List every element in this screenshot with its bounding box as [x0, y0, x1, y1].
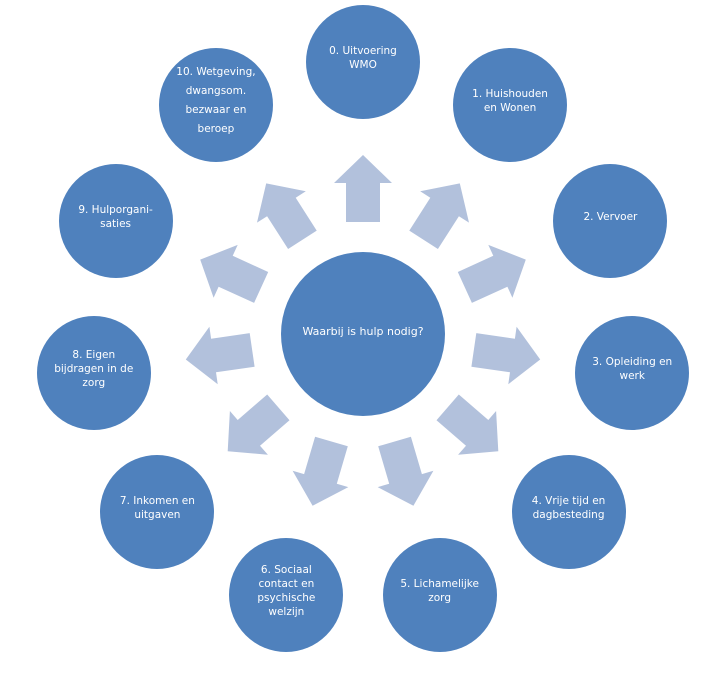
outer-node-label-line: en Wonen [483, 102, 537, 115]
outer-node-label: 2. Vervoer [573, 210, 647, 224]
arrow-icon-4 [436, 394, 499, 455]
outer-node-label-line: 8. Eigen [72, 348, 116, 361]
outer-node-label-line: 9. Hulporgani- [78, 204, 153, 216]
arrow-icon-2 [457, 244, 526, 303]
arrow-icon-7 [227, 394, 290, 455]
outer-node-label-line: 2. Vervoer [583, 211, 638, 223]
arrow-icon-10 [257, 183, 317, 249]
outer-node-label-line: saties [100, 218, 131, 230]
arrow-icon-9 [200, 244, 269, 303]
outer-node-label-line: 1. Huishouden [472, 88, 548, 101]
outer-node-label-line: 6. Sociaal [260, 563, 312, 576]
outer-node-label-line: werk [619, 369, 645, 382]
outer-node-label-line: 4. Vrije tijd en [531, 495, 606, 508]
outer-node-label-line: 5. Lichamelijke [400, 577, 479, 590]
outer-node-label-line: bijdragen in de [54, 362, 134, 375]
outer-node-9: 9. Hulporgani-saties [58, 164, 173, 278]
arrow-icon-8 [185, 326, 255, 385]
arrow-icon-5 [377, 436, 434, 506]
outer-node-label-line: dwangsom. [185, 85, 247, 98]
outer-node-label: 10. Wetgeving, dwangsom. bezwaar en beroep [166, 63, 265, 139]
outer-node-2: 2. Vervoer [553, 164, 668, 278]
outer-node-label-line: zorg [82, 376, 106, 389]
outer-node-label-line: 0. Uitvoering [329, 45, 397, 57]
outer-node-label-line: zorg [428, 591, 451, 604]
outer-node-label-line: psychische [257, 591, 316, 604]
outer-node-label-line: WMO [349, 59, 377, 71]
outer-node-label-line: dagbesteding [532, 509, 605, 522]
arrow-icon-0 [334, 155, 392, 222]
outer-node-label-line: uitgaven [134, 509, 181, 522]
outer-node-10: 10. Wetgeving, dwangsom. bezwaar en beroep [158, 48, 273, 163]
outer-node-label: 9. Hulporgani-saties [68, 203, 163, 231]
center-node-label: Waarbij is hulp nodig? [302, 325, 424, 338]
outer-node-label-line: welzijn [268, 605, 305, 618]
arrow-icon-1 [409, 183, 469, 249]
outer-node-label-line: 7. Inkomen en [119, 495, 195, 508]
arrow-icon-6 [292, 436, 349, 506]
outer-node-label-line: 3. Opleiding en [592, 355, 673, 368]
center-node: Waarbij is hulp nodig? [281, 252, 445, 416]
outer-node-label-line: beroep [197, 123, 235, 136]
outer-node-label-line: bezwaar en [185, 104, 247, 117]
outer-node-label-line: contact en [258, 577, 315, 590]
arrow-icon-3 [471, 326, 541, 385]
outer-node-label-line: 10. Wetgeving, [176, 66, 256, 79]
